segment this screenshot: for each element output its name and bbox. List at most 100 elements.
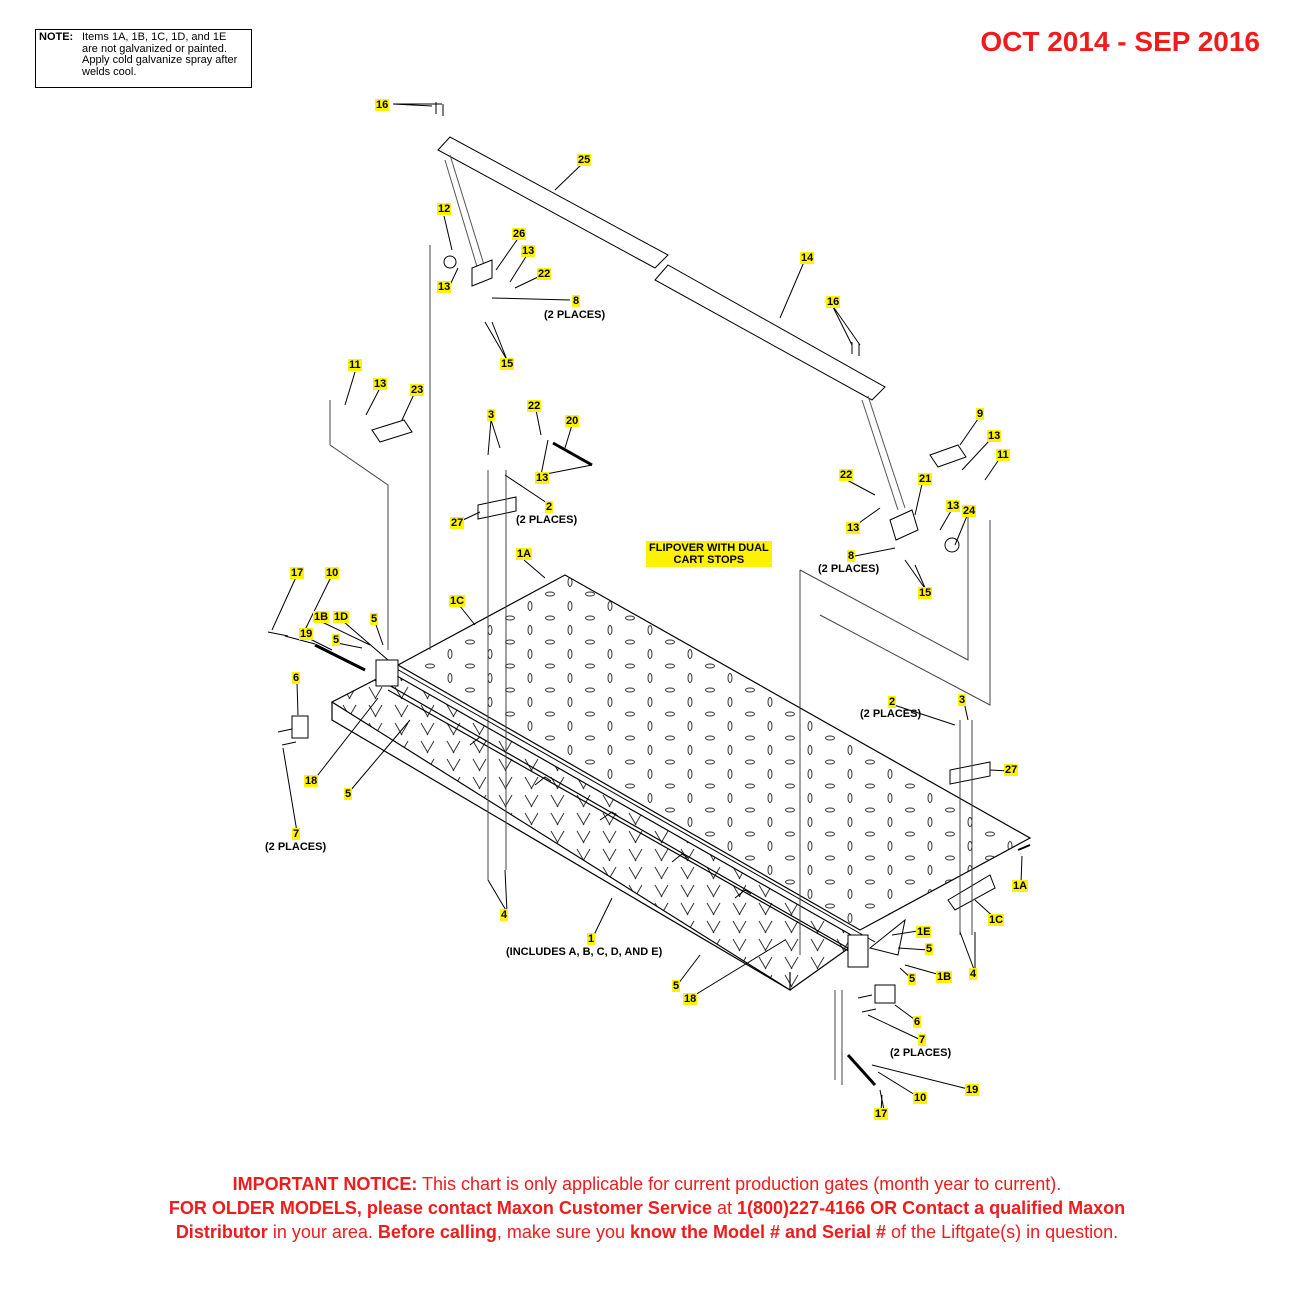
includes-note: (INCLUDES A, B, C, D, AND E) xyxy=(506,946,663,958)
hinge-21 xyxy=(889,509,919,541)
callout-7: 7 xyxy=(918,1034,927,1046)
callout-7: 7 xyxy=(292,828,301,840)
flipover-label: FLIPOVER WITH DUAL CART STOPS xyxy=(646,541,772,567)
notice-text: at xyxy=(712,1198,738,1218)
callout-1c: 1C xyxy=(988,914,1005,926)
platform-top xyxy=(396,574,1032,931)
callout-8: 8 xyxy=(572,295,581,307)
notice-heading: IMPORTANT NOTICE: xyxy=(232,1174,418,1194)
callout-1a: 1A xyxy=(516,548,533,560)
callout-15: 15 xyxy=(918,587,933,599)
leaders xyxy=(271,103,1023,1113)
callout-8: 8 xyxy=(847,550,856,562)
rail-3 xyxy=(331,702,791,992)
right-pin-1a xyxy=(1017,844,1031,851)
callout-13: 13 xyxy=(846,522,861,534)
callout-13: 13 xyxy=(373,378,388,390)
callout-13: 13 xyxy=(987,430,1002,442)
callout-11: 11 xyxy=(996,449,1010,461)
block-27a xyxy=(477,496,517,520)
note-body: Items 1A, 1B, 1C, 1D, and 1E are not gal… xyxy=(82,31,248,78)
vertical-guides xyxy=(429,245,973,1085)
right-bracket-1e xyxy=(868,918,906,956)
bar-25 xyxy=(437,136,669,269)
callout-17: 17 xyxy=(874,1108,889,1120)
callout-13: 13 xyxy=(946,500,961,512)
callout-22: 22 xyxy=(537,268,552,280)
bolts-7b xyxy=(857,994,877,1013)
callout-24: 24 xyxy=(962,505,977,517)
callout-1a: 1A xyxy=(1012,880,1029,892)
callout-5: 5 xyxy=(672,980,681,992)
spring-24 xyxy=(944,537,960,553)
spring-12 xyxy=(443,255,457,269)
notice-bold: FOR OLDER MODELS, please contact Maxon C… xyxy=(168,1198,712,1218)
callout-10: 10 xyxy=(913,1092,928,1104)
callout-17: 17 xyxy=(290,567,305,579)
callout-19: 19 xyxy=(965,1084,980,1096)
two-places-note: (2 PLACES) xyxy=(265,841,327,853)
callout-18: 18 xyxy=(683,993,698,1005)
two-places-note: (2 PLACES) xyxy=(890,1047,952,1059)
notice-text: of the Liftgate(s) in question. xyxy=(886,1222,1119,1242)
callout-9: 9 xyxy=(976,408,985,420)
callout-6: 6 xyxy=(913,1016,922,1028)
callout-13: 13 xyxy=(535,472,550,484)
notice-bold: Before calling xyxy=(377,1222,497,1242)
pin-20 xyxy=(552,441,593,467)
callout-10: 10 xyxy=(325,567,340,579)
callout-20: 20 xyxy=(565,415,580,427)
callout-1c: 1C xyxy=(449,595,466,607)
callout-27: 27 xyxy=(1004,764,1019,776)
two-places-note: (2 PLACES) xyxy=(516,514,578,526)
callout-5: 5 xyxy=(908,973,917,985)
callout-4: 4 xyxy=(500,909,509,921)
note-line: Items 1A, 1B, 1C, 1D, and 1E xyxy=(82,31,227,43)
cable-left xyxy=(444,154,486,271)
notice-line-3: Distributor in your area. Before calling… xyxy=(0,1220,1294,1244)
callout-1d: 1D xyxy=(333,611,350,623)
callout-2: 2 xyxy=(545,501,554,513)
note-line: welds cool. xyxy=(82,65,137,78)
flipover-label-line: FLIPOVER WITH DUAL xyxy=(649,542,769,554)
flipover-label-line: CART STOPS xyxy=(673,554,745,566)
callout-6: 6 xyxy=(292,672,301,684)
notice-bold: Distributor xyxy=(175,1222,268,1242)
callout-18: 18 xyxy=(304,775,319,787)
callout-14: 14 xyxy=(800,252,815,264)
callout-11: 11 xyxy=(348,359,362,371)
notice-phone: 1(800)227-4166 OR Contact a qualified Ma… xyxy=(737,1198,1126,1218)
bracket-6b xyxy=(874,984,896,1004)
right-hinge-block xyxy=(847,934,869,968)
two-places-note: (2 PLACES) xyxy=(818,563,880,575)
bolts-7a xyxy=(277,728,297,746)
notice-text: in your area. xyxy=(267,1222,378,1242)
rod-19b xyxy=(846,1053,877,1087)
notice-text: This chart is only applicable for curren… xyxy=(417,1174,1062,1194)
callout-1b: 1B xyxy=(936,971,953,983)
date-range-title: OCT 2014 - SEP 2016 xyxy=(980,26,1260,57)
callout-22: 22 xyxy=(839,469,854,481)
note-line: are not galvanized or painted. xyxy=(82,42,227,55)
important-notice: IMPORTANT NOTICE: This chart is only app… xyxy=(0,1172,1294,1244)
two-places-note: (2 PLACES) xyxy=(544,309,606,321)
callout-21: 21 xyxy=(918,473,933,485)
callout-19: 19 xyxy=(299,628,314,640)
callout-4: 4 xyxy=(969,968,978,980)
cable-right xyxy=(861,395,906,511)
left-hinge-block xyxy=(375,659,399,687)
rail-1 xyxy=(379,679,869,963)
callout-1: 1 xyxy=(587,933,596,945)
plate-9 xyxy=(929,444,967,468)
callout-16: 16 xyxy=(826,296,841,308)
callout-2: 2 xyxy=(888,696,897,708)
callout-12: 12 xyxy=(437,203,452,215)
callout-3: 3 xyxy=(487,409,496,421)
callout-1e: 1E xyxy=(916,926,932,938)
callout-25: 25 xyxy=(577,154,592,166)
callout-13: 13 xyxy=(521,245,536,257)
rail-2 xyxy=(394,667,876,943)
callout-16: 16 xyxy=(375,99,390,111)
callout-5: 5 xyxy=(332,634,341,646)
